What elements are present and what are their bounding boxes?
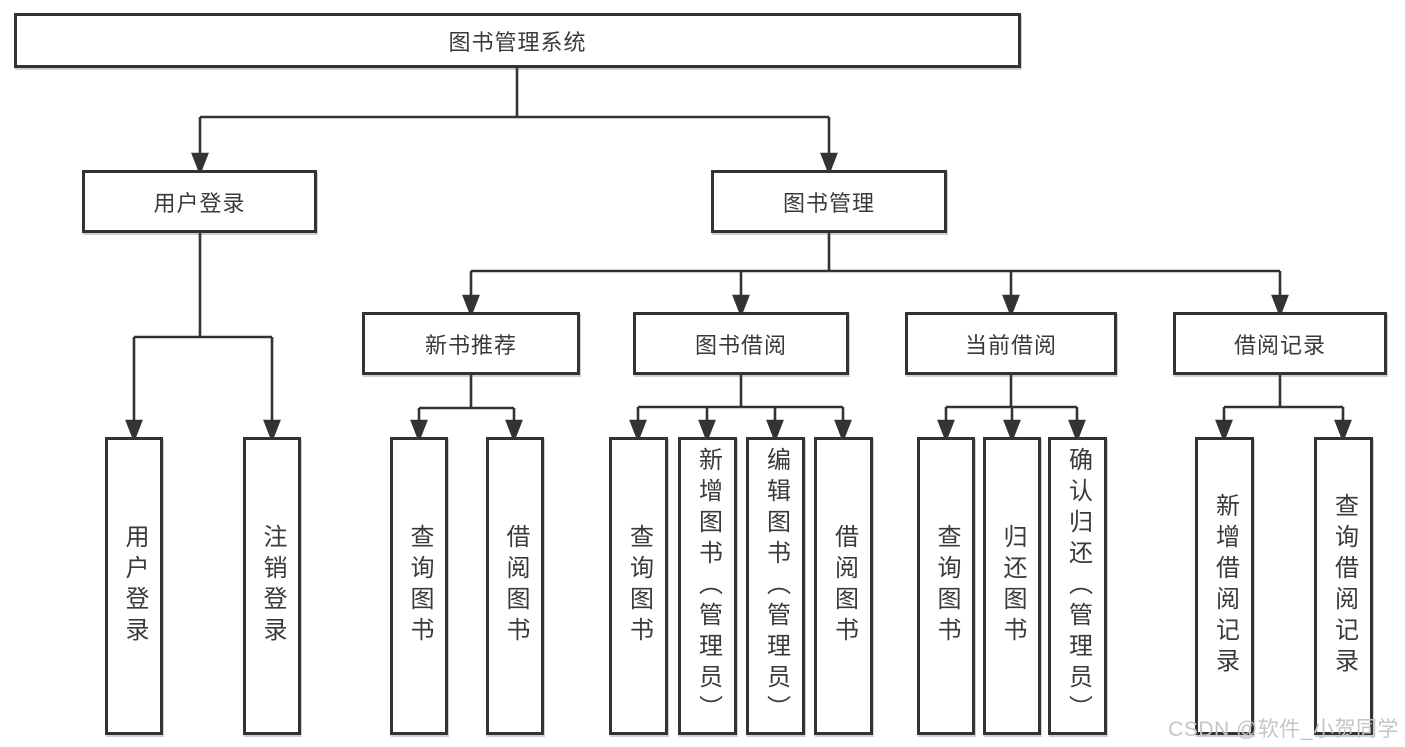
- node-book-management: 图书管理: [711, 170, 947, 233]
- node-leaf-confirm-return-admin: 确认归还（管理员）: [1048, 437, 1107, 735]
- node-borrow-records: 借阅记录: [1173, 312, 1387, 375]
- node-label: 查询图书: [933, 524, 960, 648]
- node-label: 确认归还（管理员）: [1064, 446, 1092, 726]
- node-label: 图书管理系统: [448, 29, 587, 55]
- arrow-icon: [191, 117, 838, 176]
- node-library-system-root: 图书管理系统: [14, 13, 1021, 68]
- node-current-borrowing: 当前借阅: [905, 312, 1117, 375]
- node-leaf-borrow-books-recommend: 借阅图书: [486, 437, 544, 735]
- arrow-icon: [125, 337, 1352, 443]
- node-label: 归还图书: [999, 524, 1026, 648]
- node-leaf-query-books-recommend: 查询图书: [390, 437, 448, 735]
- node-label: 借阅图书: [502, 524, 529, 648]
- node-label: 当前借阅: [964, 332, 1057, 358]
- node-label: 用户登录: [121, 524, 148, 648]
- node-leaf-user-login: 用户登录: [105, 437, 163, 735]
- node-book-borrowing: 图书借阅: [633, 312, 849, 375]
- node-label: 新增图书（管理员）: [694, 446, 722, 726]
- node-leaf-borrow-books: 借阅图书: [814, 437, 873, 735]
- node-label: 编辑图书（管理员）: [762, 446, 790, 726]
- node-new-book-recommend: 新书推荐: [362, 312, 580, 375]
- node-label: 查询借阅记录: [1330, 493, 1358, 679]
- node-leaf-query-books-current: 查询图书: [917, 437, 975, 735]
- node-label: 用户登录: [153, 190, 246, 216]
- node-label: 查询图书: [625, 524, 653, 648]
- node-leaf-edit-books-admin: 编辑图书（管理员）: [746, 437, 805, 735]
- node-label: 注销登录: [259, 524, 286, 648]
- node-label: 查询图书: [406, 524, 433, 648]
- csdn-watermark: CSDN @软件_小贺同学: [1168, 718, 1399, 741]
- node-label: 借阅图书: [830, 524, 858, 648]
- node-leaf-query-borrow-record: 查询借阅记录: [1314, 437, 1373, 735]
- node-label: 借阅记录: [1233, 332, 1326, 358]
- node-user-login-branch: 用户登录: [82, 170, 317, 233]
- node-leaf-add-books-admin: 新增图书（管理员）: [678, 437, 737, 735]
- node-label: 新增借阅记录: [1211, 493, 1239, 679]
- node-label: 图书管理: [782, 190, 875, 216]
- arrow-icon: [462, 271, 1289, 318]
- node-label: 新书推荐: [424, 332, 517, 358]
- node-label: 图书借阅: [694, 332, 787, 358]
- node-leaf-return-books: 归还图书: [983, 437, 1041, 735]
- node-leaf-query-books-borrowing: 查询图书: [609, 437, 668, 735]
- tree-spine-lines: [134, 68, 1343, 410]
- node-leaf-add-borrow-record: 新增借阅记录: [1195, 437, 1254, 735]
- node-leaf-logout: 注销登录: [243, 437, 301, 735]
